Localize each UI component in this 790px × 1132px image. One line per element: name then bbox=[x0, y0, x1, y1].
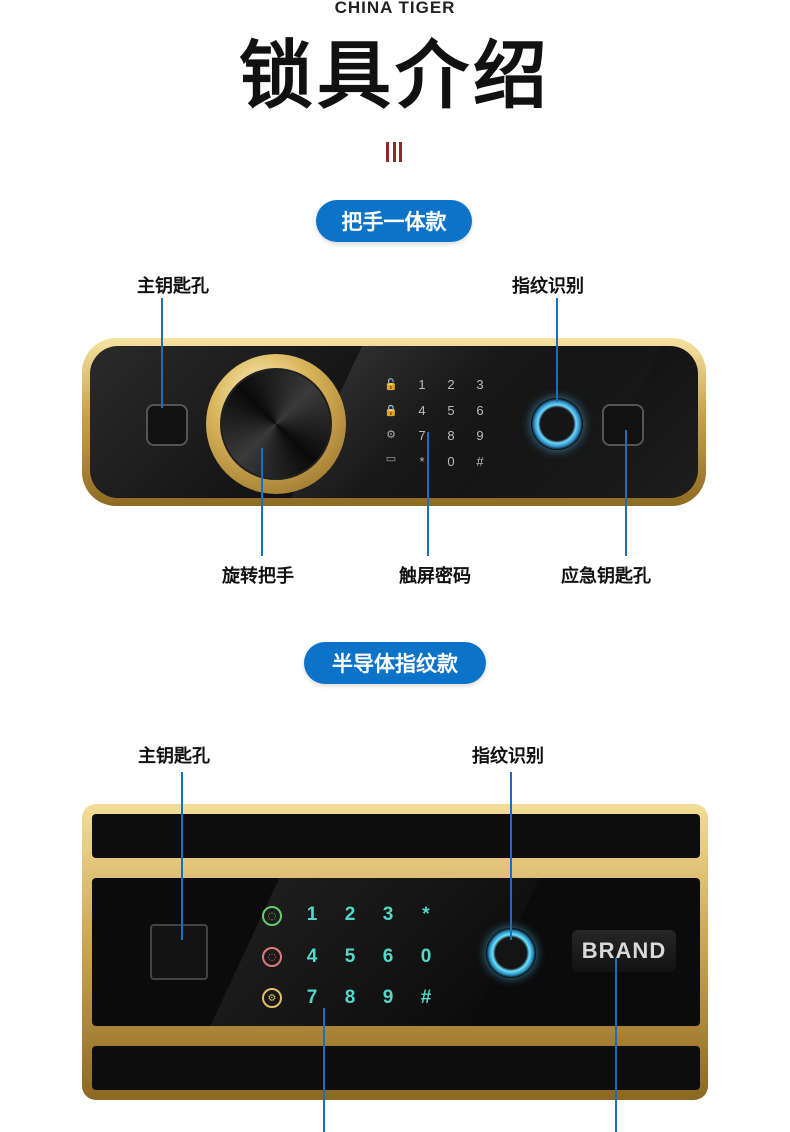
gear-icon: ⚙ bbox=[386, 428, 396, 441]
rotary-handle[interactable] bbox=[206, 354, 346, 494]
label-main-keyhole-2: 主钥匙孔 bbox=[138, 746, 210, 767]
pointer-line bbox=[556, 298, 558, 402]
main-keyhole-1 bbox=[146, 404, 188, 446]
pointer-line bbox=[323, 1008, 325, 1132]
lock-icon: 🔒 bbox=[384, 404, 398, 417]
key-7[interactable]: 7 bbox=[306, 987, 318, 1008]
key-4[interactable]: 4 bbox=[306, 946, 318, 967]
pointer-line bbox=[625, 430, 627, 556]
key-8[interactable]: 8 bbox=[447, 428, 455, 443]
key-star[interactable]: * bbox=[419, 454, 425, 469]
pointer-line bbox=[615, 958, 617, 1132]
label-main-keyhole-1: 主钥匙孔 bbox=[137, 276, 209, 297]
unlock-icon: ◌ bbox=[262, 906, 282, 926]
key-9[interactable]: 9 bbox=[476, 428, 484, 443]
key-5[interactable]: 5 bbox=[447, 403, 455, 418]
pointer-line bbox=[427, 432, 429, 556]
emergency-keyhole bbox=[602, 404, 644, 446]
key-3[interactable]: 3 bbox=[476, 377, 484, 392]
key-5[interactable]: 5 bbox=[344, 946, 356, 967]
key-6[interactable]: 6 bbox=[476, 403, 484, 418]
pointer-line bbox=[181, 772, 183, 940]
section-pill-semiconductor-model: 半导体指纹款 bbox=[304, 642, 486, 684]
section-pill-handle-model: 把手一体款 bbox=[316, 200, 472, 242]
bottom-bar bbox=[92, 1046, 700, 1090]
key-hash[interactable]: # bbox=[420, 987, 432, 1008]
pointer-line bbox=[510, 772, 512, 940]
key-1[interactable]: 1 bbox=[418, 377, 426, 392]
label-touch-password: 触屏密码 bbox=[399, 566, 471, 587]
key-6[interactable]: 6 bbox=[382, 946, 394, 967]
card-icon: ▭ bbox=[385, 452, 397, 465]
label-rotary-handle: 旋转把手 bbox=[222, 566, 294, 587]
key-0[interactable]: 0 bbox=[420, 946, 432, 967]
main-keyhole-2 bbox=[150, 924, 208, 980]
key-0[interactable]: 0 bbox=[447, 454, 455, 469]
unlock-icon: 🔓 bbox=[384, 378, 398, 391]
brand-name: CHINA TIGER bbox=[334, 0, 456, 17]
handle-knob bbox=[220, 368, 332, 480]
key-9[interactable]: 9 bbox=[382, 987, 394, 1008]
key-star[interactable]: * bbox=[422, 904, 430, 925]
pointer-line bbox=[261, 448, 263, 556]
top-bar bbox=[92, 814, 700, 858]
gear-icon: ⚙ bbox=[262, 988, 282, 1008]
lock-panel bbox=[90, 346, 698, 498]
key-1[interactable]: 1 bbox=[306, 904, 318, 925]
label-fingerprint-1: 指纹识别 bbox=[512, 276, 584, 297]
page-title: 锁具介绍 bbox=[239, 33, 551, 119]
key-8[interactable]: 8 bbox=[344, 987, 356, 1008]
key-3[interactable]: 3 bbox=[382, 904, 394, 925]
key-hash[interactable]: # bbox=[476, 454, 484, 469]
key-4[interactable]: 4 bbox=[418, 403, 426, 418]
brand-badge: BRAND bbox=[572, 930, 676, 972]
fingerprint-sensor-1[interactable] bbox=[531, 398, 583, 450]
title-decoration bbox=[386, 142, 402, 162]
key-2[interactable]: 2 bbox=[344, 904, 356, 925]
lock-icon: ◌ bbox=[262, 947, 282, 967]
pointer-line bbox=[161, 298, 163, 408]
label-emergency-keyhole: 应急钥匙孔 bbox=[561, 566, 651, 587]
key-2[interactable]: 2 bbox=[447, 377, 455, 392]
key-7[interactable]: 7 bbox=[418, 428, 426, 443]
label-fingerprint-2: 指纹识别 bbox=[472, 746, 544, 767]
